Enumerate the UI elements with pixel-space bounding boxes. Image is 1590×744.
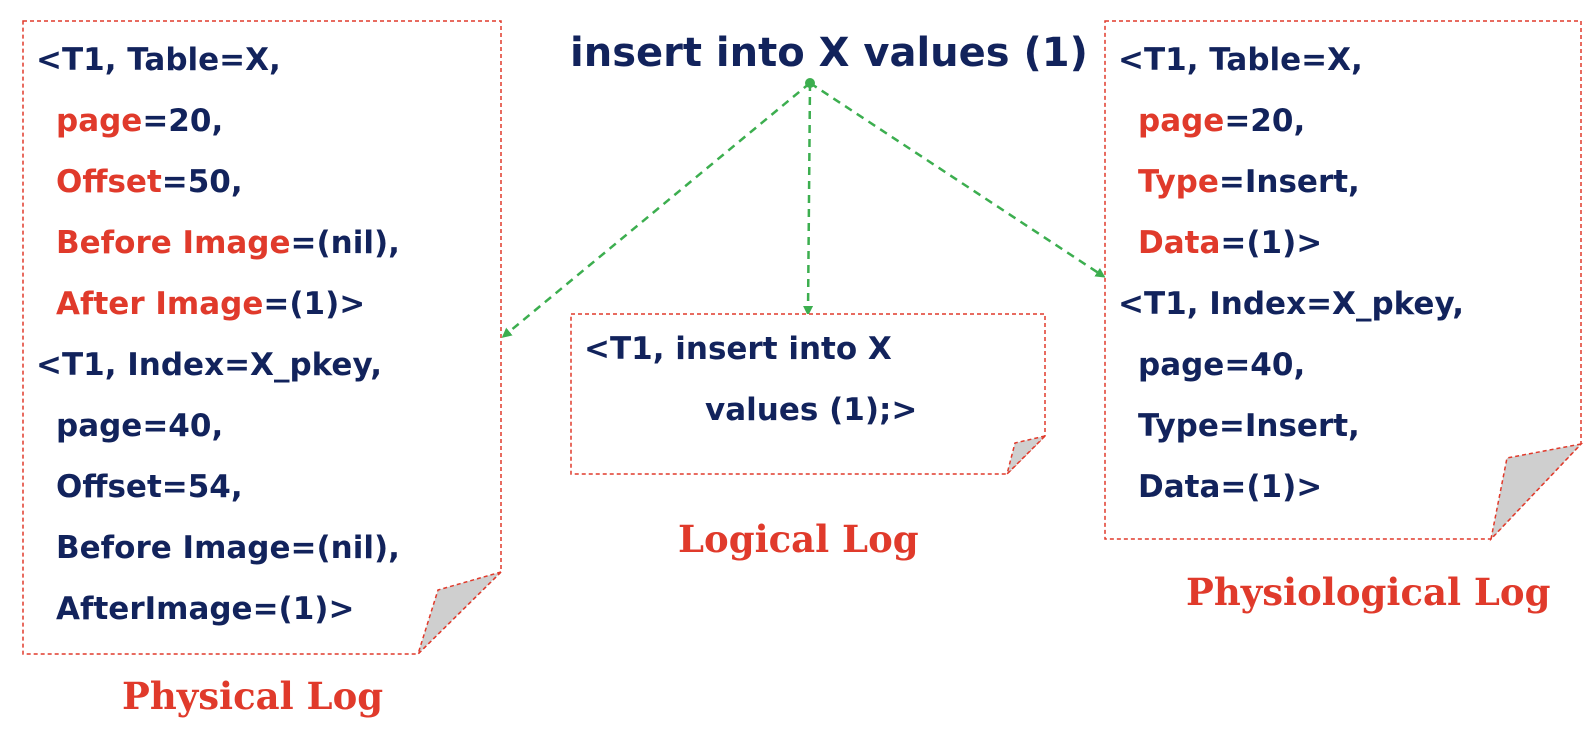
log-line: <T1, insert into X	[584, 331, 892, 367]
log-line: <T1, Index=X_pkey,	[1118, 286, 1465, 322]
log-line: <T1, Index=X_pkey,	[36, 347, 383, 383]
physiological-log-document: <T1, Table=X, page=20, Type=Insert, Data…	[1104, 20, 1584, 542]
physiological-log-folded-corner	[1489, 442, 1584, 542]
log-line: Type=Insert,	[1138, 408, 1360, 444]
log-line: page=40,	[1138, 347, 1306, 383]
log-line: AfterImage=(1)>	[56, 591, 355, 627]
log-line: Data=(1)>	[1138, 469, 1323, 505]
logical-log-document: <T1, insert into X values (1);>	[570, 313, 1048, 477]
log-line: After Image=(1)>	[56, 286, 366, 322]
log-line: Before Image=(nil),	[56, 225, 400, 261]
log-line: page=40,	[56, 408, 224, 444]
physical-log-document: <T1, Table=X, page=20, Offset=50, Before…	[22, 20, 502, 655]
log-line: Offset=54,	[56, 469, 243, 505]
physical-log-folded-corner	[417, 571, 502, 655]
log-line: values (1);>	[705, 392, 918, 428]
log-line: <T1, Table=X,	[1118, 42, 1363, 78]
logical-log-folded-corner	[1005, 434, 1048, 477]
physiological-log-caption: Physiological Log	[1186, 570, 1551, 614]
log-line: page=20,	[56, 103, 224, 139]
arrow-to-logical-log	[803, 82, 814, 316]
logical-log-page-shape	[570, 313, 1048, 477]
log-line: Data=(1)>	[1138, 225, 1323, 261]
physical-log-page-shape	[22, 20, 502, 655]
log-line: Before Image=(nil),	[56, 530, 400, 566]
arrow-to-physiological-log	[809, 81, 1106, 278]
query-title: insert into X values (1)	[570, 30, 1088, 76]
arrow-to-physical-log	[501, 82, 811, 338]
log-line: <T1, Table=X,	[36, 42, 281, 78]
physiological-log-page-shape	[1104, 20, 1584, 542]
log-line: Offset=50,	[56, 164, 243, 200]
log-line: page=20,	[1138, 103, 1306, 139]
physical-log-caption: Physical Log	[122, 674, 384, 718]
log-line: Type=Insert,	[1138, 164, 1360, 200]
logical-log-caption: Logical Log	[678, 517, 919, 561]
